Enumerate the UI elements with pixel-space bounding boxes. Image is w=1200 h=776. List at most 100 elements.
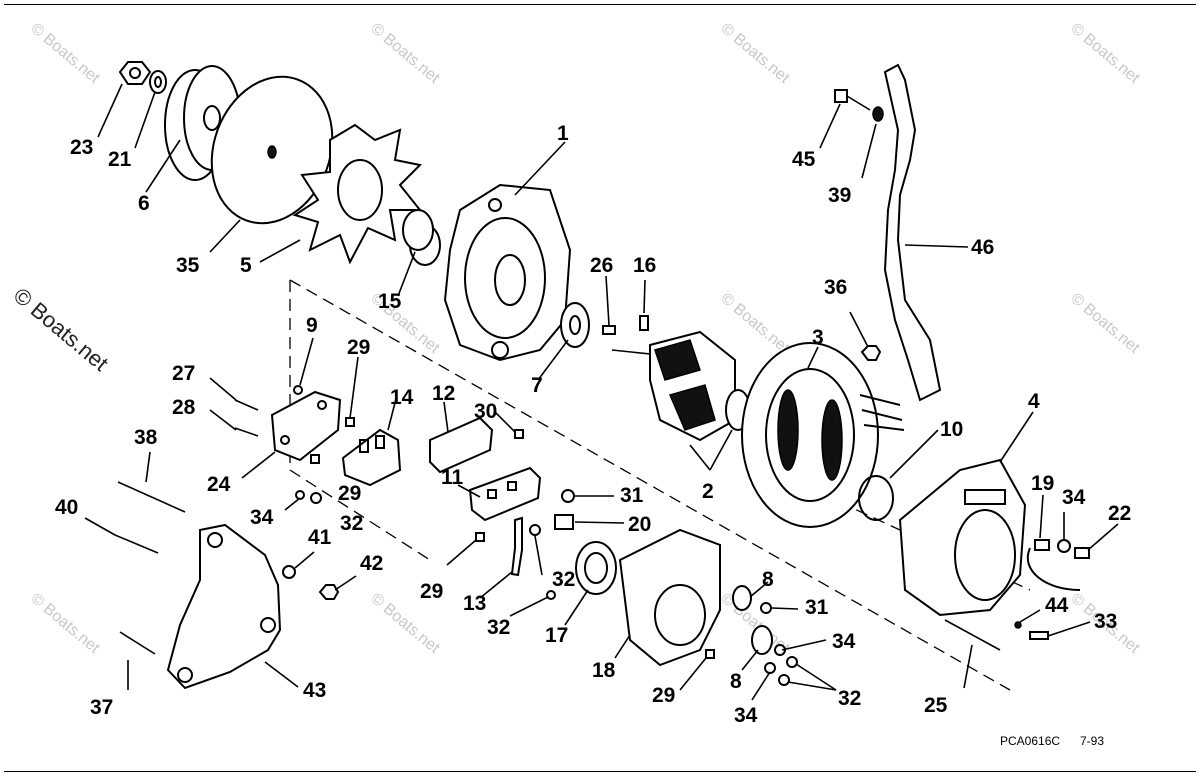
callout-label: 34	[1062, 486, 1086, 509]
callout-label: 40	[55, 496, 78, 519]
nut-part-31-lower	[760, 602, 772, 614]
watermark: © Boats.net	[1067, 290, 1143, 357]
nut-part-41	[282, 565, 296, 579]
rotor-part-2	[611, 330, 751, 442]
callout-label: 43	[303, 679, 326, 702]
bolt-part-40	[114, 534, 159, 554]
bolt-part-37	[119, 631, 156, 655]
leader-lines	[84, 83, 1119, 701]
callout-label: 8	[762, 568, 774, 591]
callout-label: 32	[487, 616, 510, 639]
callout-label: 41	[308, 526, 332, 549]
o-ring-part-10	[858, 475, 894, 521]
figure-code-text: PCA0616C	[1000, 734, 1060, 748]
figure-date-text: 7-93	[1080, 734, 1104, 748]
nut-part-31	[561, 489, 575, 503]
callout-labels: 1 2 3 4 5 6 7 8 8 9 10 11 12 13 14 15 16…	[55, 122, 1131, 727]
callout-label: 10	[940, 418, 963, 441]
screw-part-29	[310, 454, 320, 464]
screw-part-26	[602, 325, 616, 335]
callout-label: 6	[138, 192, 150, 215]
callout-label: 29	[652, 684, 675, 707]
screw-part-30	[514, 429, 524, 439]
callout-label: 46	[971, 236, 994, 259]
callout-label: 22	[1108, 502, 1131, 525]
pin-part-33	[1029, 631, 1049, 640]
mounting-bracket-part-43	[166, 523, 282, 690]
fan-part-5	[292, 123, 423, 265]
figure-code: PCA0616C 7-93	[1000, 734, 1104, 748]
nut-part-32-left	[310, 492, 322, 504]
spacer-part-15	[402, 209, 441, 266]
callout-label: 13	[463, 592, 486, 615]
callout-label: 31	[805, 596, 829, 619]
watermark: © Boats.net	[717, 20, 793, 87]
bearing-part-7	[560, 302, 590, 348]
callout-label: 16	[633, 254, 656, 277]
callout-label: 34	[734, 704, 758, 727]
rectifier-part-12	[429, 416, 494, 474]
washer-part-21	[149, 70, 167, 94]
diode-trio-part-11	[468, 466, 542, 522]
bushing-part-8	[732, 585, 752, 611]
callout-label: 45	[792, 148, 816, 171]
callout-label: 1	[557, 122, 569, 145]
callout-label: 21	[108, 148, 132, 171]
callout-label: 39	[828, 184, 851, 207]
insulator-part-17	[575, 541, 617, 595]
watermark: © Boats.net	[27, 20, 103, 87]
callout-label: 32	[838, 687, 861, 710]
washer-part-39	[872, 106, 884, 122]
rear-cover-part-18	[618, 528, 721, 667]
callout-label: 20	[628, 513, 651, 536]
callout-label: 7	[531, 374, 543, 397]
callout-label: 31	[620, 484, 644, 507]
bracket-part-46	[883, 63, 942, 402]
callout-label: 11	[441, 466, 464, 489]
nut-part-32	[778, 674, 790, 686]
side-watermark: © Boats.net	[9, 283, 113, 376]
callout-label: 26	[590, 254, 613, 277]
callout-label: 2	[702, 480, 714, 503]
bushing-part-8	[751, 625, 773, 655]
callout-label: 42	[360, 552, 383, 575]
callout-label: 32	[552, 568, 575, 591]
callout-label: 36	[824, 276, 847, 299]
callout-label: 25	[924, 694, 948, 717]
callout-label: 44	[1045, 594, 1069, 617]
nut-part-32	[786, 656, 798, 668]
screw-part-22	[1074, 547, 1090, 559]
clip-part-20	[554, 514, 574, 530]
nut-part-32	[546, 590, 556, 600]
callout-label: 29	[420, 580, 443, 603]
washer-part-34	[764, 662, 776, 674]
diagram-frame	[4, 4, 1196, 772]
callout-label: 24	[207, 473, 231, 496]
watermark: © Boats.net	[717, 290, 793, 357]
callout-label: 19	[1031, 472, 1054, 495]
nut-part-32	[529, 524, 541, 536]
callout-label: 34	[250, 506, 274, 529]
callout-label: 23	[70, 136, 93, 159]
callout-label: 12	[432, 382, 455, 405]
nut-part-9	[293, 385, 303, 395]
callout-label: 30	[474, 400, 497, 423]
callout-label: 28	[172, 396, 196, 419]
callout-label: 14	[390, 386, 414, 409]
callout-label: 9	[306, 314, 318, 337]
callout-label: 8	[730, 670, 742, 693]
bolt-part-45	[834, 89, 871, 111]
screw-part-29	[345, 417, 355, 427]
nut-part-42	[318, 584, 340, 600]
callout-label: 17	[545, 624, 568, 647]
screw-part-27	[234, 399, 259, 411]
watermark: © Boats.net	[27, 590, 103, 657]
strap-part-13	[510, 516, 523, 577]
nut-part-23	[118, 61, 152, 85]
callout-label: 5	[240, 254, 252, 277]
callout-label: 34	[832, 630, 856, 653]
callout-label: 33	[1094, 610, 1117, 633]
nut-part-44	[1014, 621, 1022, 629]
nut-part-36	[860, 345, 882, 361]
